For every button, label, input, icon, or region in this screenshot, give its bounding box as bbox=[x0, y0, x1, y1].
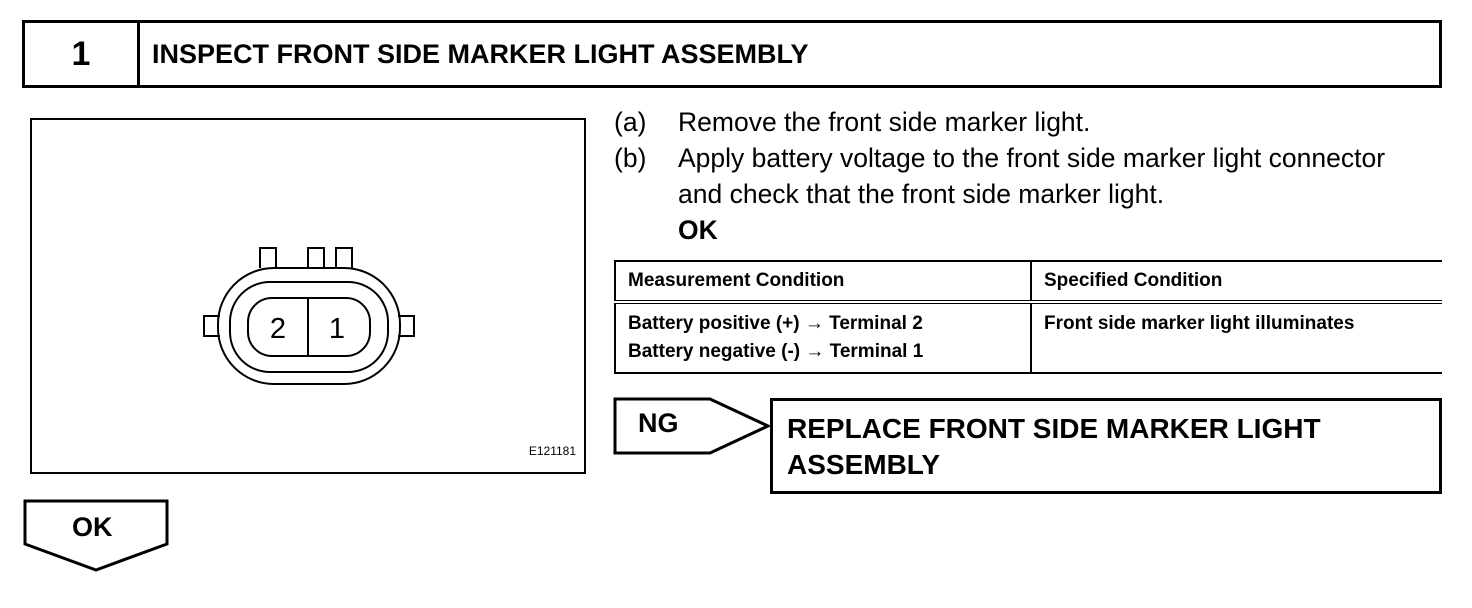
specified-cell: Front side marker light illuminates bbox=[1030, 301, 1442, 374]
measurement-line: Battery negative (-) → Terminal 1 bbox=[628, 341, 924, 362]
pin-1-label: 1 bbox=[329, 313, 345, 345]
ok-branch-label: OK bbox=[72, 512, 113, 542]
instruction-label: (b) bbox=[614, 143, 647, 173]
connector-figure: 2 1 E121181 bbox=[30, 118, 586, 474]
connector-latch bbox=[259, 247, 353, 269]
ok-down-arrow-icon bbox=[23, 499, 169, 572]
instruction-b: (b) Apply battery voltage to the front s… bbox=[614, 140, 1434, 250]
ng-arrow-icon bbox=[613, 397, 772, 455]
figure-id: E121181 bbox=[528, 444, 576, 458]
table-row: Battery positive (+) → Terminal 2 Batter… bbox=[614, 301, 1442, 374]
step-title: INSPECT FRONT SIDE MARKER LIGHT ASSEMBLY bbox=[152, 38, 809, 69]
header-specified: Specified Condition bbox=[1030, 260, 1442, 304]
step-number: 1 bbox=[25, 23, 140, 85]
connector-rim bbox=[229, 281, 389, 373]
measurement-cell: Battery positive (+) → Terminal 2 Batter… bbox=[614, 301, 1032, 374]
connector-housing bbox=[217, 267, 401, 385]
header-measurement: Measurement Condition bbox=[614, 260, 1032, 304]
connector-ear-right bbox=[398, 315, 415, 337]
instruction-text: Remove the front side marker light. bbox=[678, 107, 1091, 137]
instruction-label: (a) bbox=[614, 107, 647, 137]
ok-criteria-label: OK bbox=[678, 215, 718, 245]
table-header-row: Measurement Condition Specified Conditio… bbox=[614, 260, 1442, 304]
connector-ear-left bbox=[203, 315, 220, 337]
step-header: 1 INSPECT FRONT SIDE MARKER LIGHT ASSEMB… bbox=[22, 20, 1442, 88]
spec-table: Measurement Condition Specified Conditio… bbox=[614, 260, 1442, 374]
connector-diagram: 2 1 bbox=[203, 247, 415, 385]
instruction-text: Apply battery voltage to the front side … bbox=[678, 143, 1386, 209]
pin-2-label: 2 bbox=[270, 313, 286, 345]
ng-action-box: REPLACE FRONT SIDE MARKER LIGHT ASSEMBLY bbox=[770, 398, 1442, 494]
instruction-a: (a) Remove the front side marker light. bbox=[614, 104, 1434, 144]
measurement-line: Battery positive (+) → Terminal 2 bbox=[628, 313, 923, 334]
ng-label: NG bbox=[638, 408, 679, 438]
